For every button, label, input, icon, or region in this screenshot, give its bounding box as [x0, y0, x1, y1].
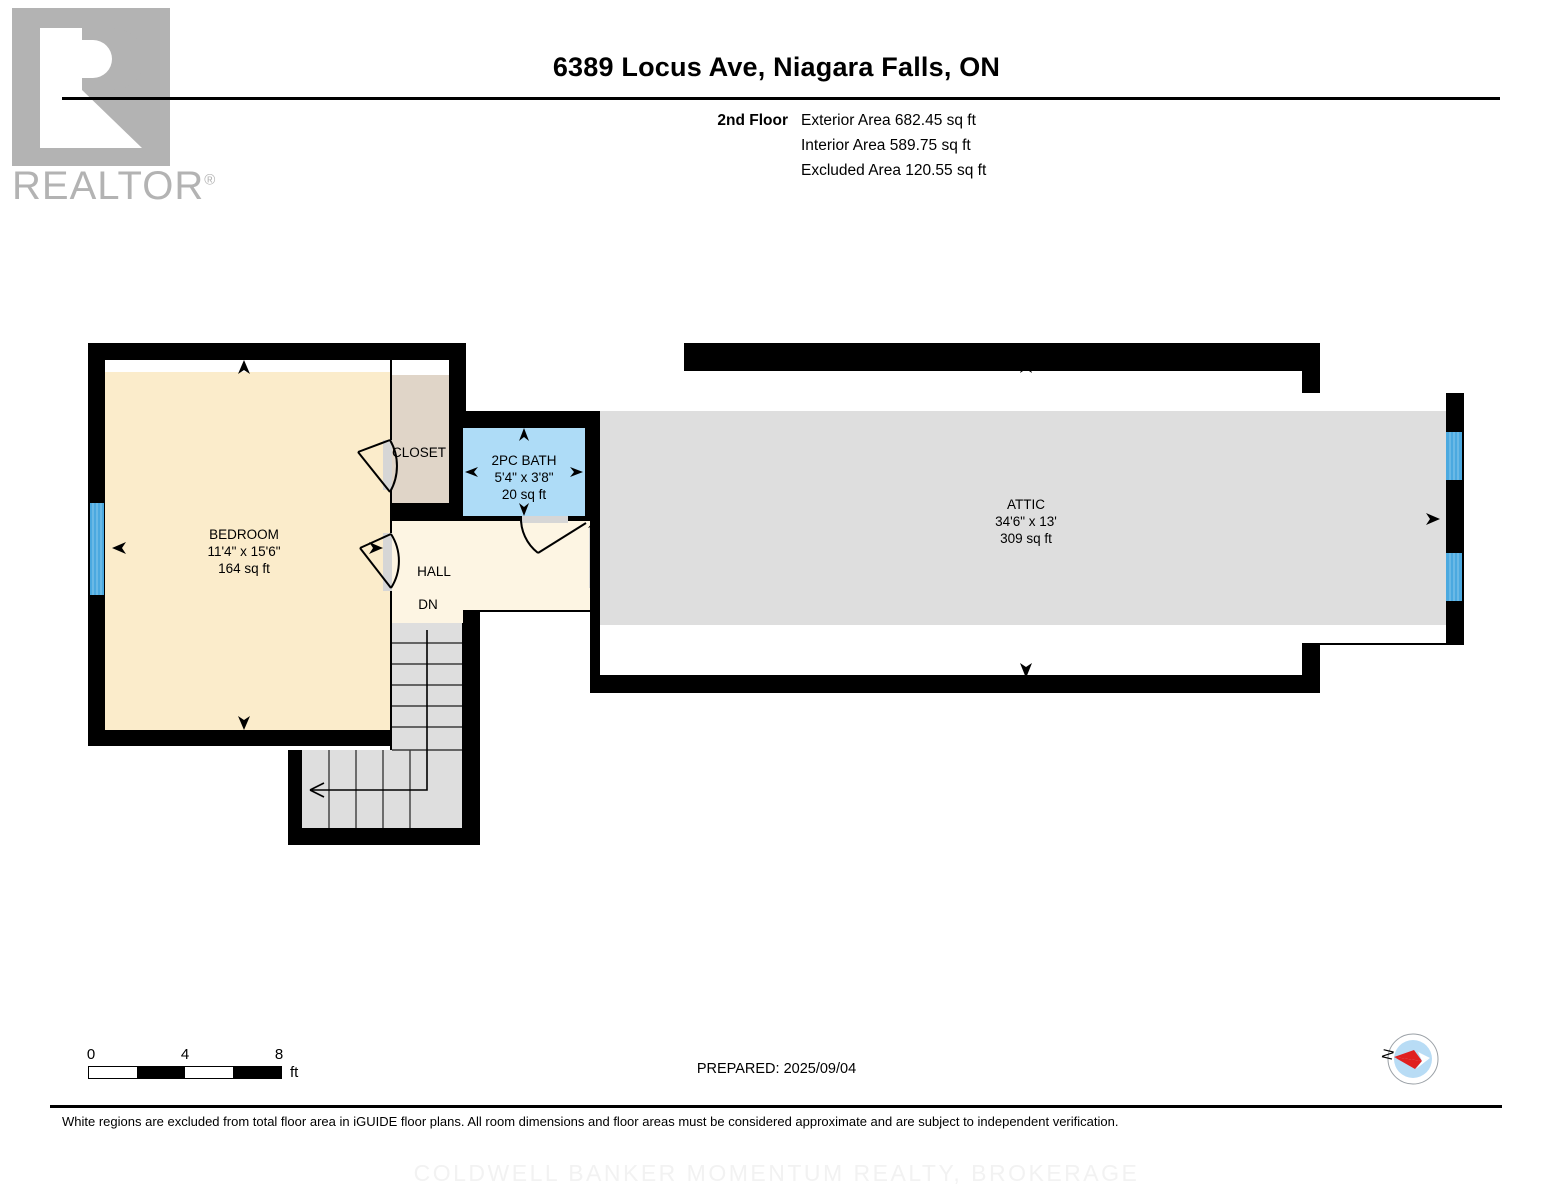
door-jamb-closet	[383, 440, 392, 490]
bedroom-dimensions: 11'4" x 15'6"	[207, 544, 280, 559]
brokerage-watermark: COLDWELL BANKER MOMENTUM REALTY, BROKERA…	[413, 1160, 1140, 1186]
compass-icon	[1387, 1033, 1439, 1085]
scale-tick-2: 8	[274, 1046, 284, 1063]
attic-excluded-top	[600, 371, 1302, 411]
scale-tick-1: 4	[180, 1046, 190, 1063]
bath-dimensions: 5'4" x 3'8"	[494, 470, 553, 485]
door-swing-bath	[519, 515, 587, 554]
room-label-hall: HALL DN	[417, 564, 451, 612]
interior-area-value: Interior Area 589.75 sq ft	[801, 137, 971, 154]
realtor-wordmark: REALTOR®	[12, 164, 216, 209]
scale-segment-2	[137, 1067, 185, 1078]
door-jamb-bedroom-hall	[383, 533, 392, 591]
window-attic-right-lower	[1446, 553, 1462, 601]
exterior-area-value: Exterior Area 682.45 sq ft	[801, 112, 976, 129]
attic-excluded-bottom	[600, 630, 1302, 675]
realtor-logo: REALTOR®	[12, 8, 215, 208]
room-attic-fill	[600, 411, 1446, 625]
closet-top-excluded	[392, 360, 449, 375]
realtor-logo-hole	[82, 40, 112, 78]
attic-excluded-right-top	[1302, 393, 1446, 411]
dimension-arrows-bath	[465, 428, 583, 516]
scale-segment-4	[233, 1067, 281, 1078]
excluded-area-value: Excluded Area 120.55 sq ft	[801, 162, 987, 179]
floor-label: 2nd Floor	[717, 112, 788, 129]
footer-disclaimer: White regions are excluded from total fl…	[62, 1114, 1119, 1129]
interior-area-row: Interior Area 589.75 sq ft	[700, 133, 986, 158]
realtor-wordmark-text: REALTOR	[12, 164, 205, 208]
scale-bar-graphic	[88, 1066, 282, 1079]
room-label-closet: CLOSET	[392, 445, 446, 460]
door-swing-closet	[357, 439, 398, 493]
stairs	[302, 623, 462, 828]
door-swing-bedroom-hall	[359, 533, 400, 589]
attic-name: ATTIC	[1007, 497, 1045, 512]
scale-bar: 0 4 8 ft	[86, 1046, 318, 1092]
room-bath-fill	[463, 428, 585, 516]
door-jamb-bath	[520, 516, 568, 523]
attic-dimensions: 34'6" x 13'	[995, 514, 1057, 529]
scale-tick-labels: 0 4 8	[86, 1046, 318, 1064]
prepared-date: PREPARED: 2025/09/04	[696, 1061, 857, 1077]
floor-plan-drawing: BEDROOM 11'4" x 15'6" 164 sq ft CLOSET 2…	[88, 343, 1464, 845]
attic-area: 309 sq ft	[1000, 531, 1052, 546]
hall-down-label: DN	[418, 597, 438, 612]
dimension-arrows-bedroom	[112, 360, 383, 730]
hall-name: HALL	[417, 564, 451, 579]
room-label-bath: 2PC BATH 5'4" x 3'8" 20 sq ft	[491, 453, 556, 502]
room-label-attic: ATTIC 34'6" x 13' 309 sq ft	[995, 497, 1057, 546]
room-label-bedroom: BEDROOM 11'4" x 15'6" 164 sq ft	[207, 527, 280, 576]
page-title: 6389 Locus Ave, Niagara Falls, ON	[552, 52, 1001, 82]
stair-direction-arrow	[309, 630, 428, 798]
realtor-logo-mark	[12, 8, 170, 166]
bath-area: 20 sq ft	[502, 487, 547, 502]
bedroom-top-excluded	[105, 360, 390, 372]
window-bedroom-left	[90, 503, 104, 595]
bedroom-name: BEDROOM	[209, 527, 279, 542]
room-bedroom-fill	[105, 360, 390, 730]
header-divider	[62, 97, 1500, 100]
compass-rose: N	[1378, 1028, 1488, 1090]
window-attic-right-upper	[1446, 432, 1462, 480]
scale-unit-label: ft	[290, 1064, 299, 1081]
room-closet-fill	[392, 375, 449, 503]
floor-area-summary: 2nd Floor Exterior Area 682.45 sq ft Inte…	[700, 108, 986, 183]
closet-name: CLOSET	[392, 445, 446, 460]
bedroom-area: 164 sq ft	[218, 561, 270, 576]
scale-tick-0: 0	[86, 1046, 96, 1063]
realtor-registered-mark: ®	[204, 171, 217, 189]
dimension-arrows-attic	[1020, 358, 1440, 678]
bath-name: 2PC BATH	[491, 453, 556, 468]
attic-excluded-right-bottom	[1302, 625, 1446, 643]
footer-divider	[50, 1105, 1502, 1108]
exterior-area-row: 2nd Floor Exterior Area 682.45 sq ft	[700, 108, 986, 133]
excluded-area-row: Excluded Area 120.55 sq ft	[700, 158, 986, 183]
room-hall-fill	[392, 521, 597, 623]
realtor-logo-bar	[40, 28, 82, 148]
